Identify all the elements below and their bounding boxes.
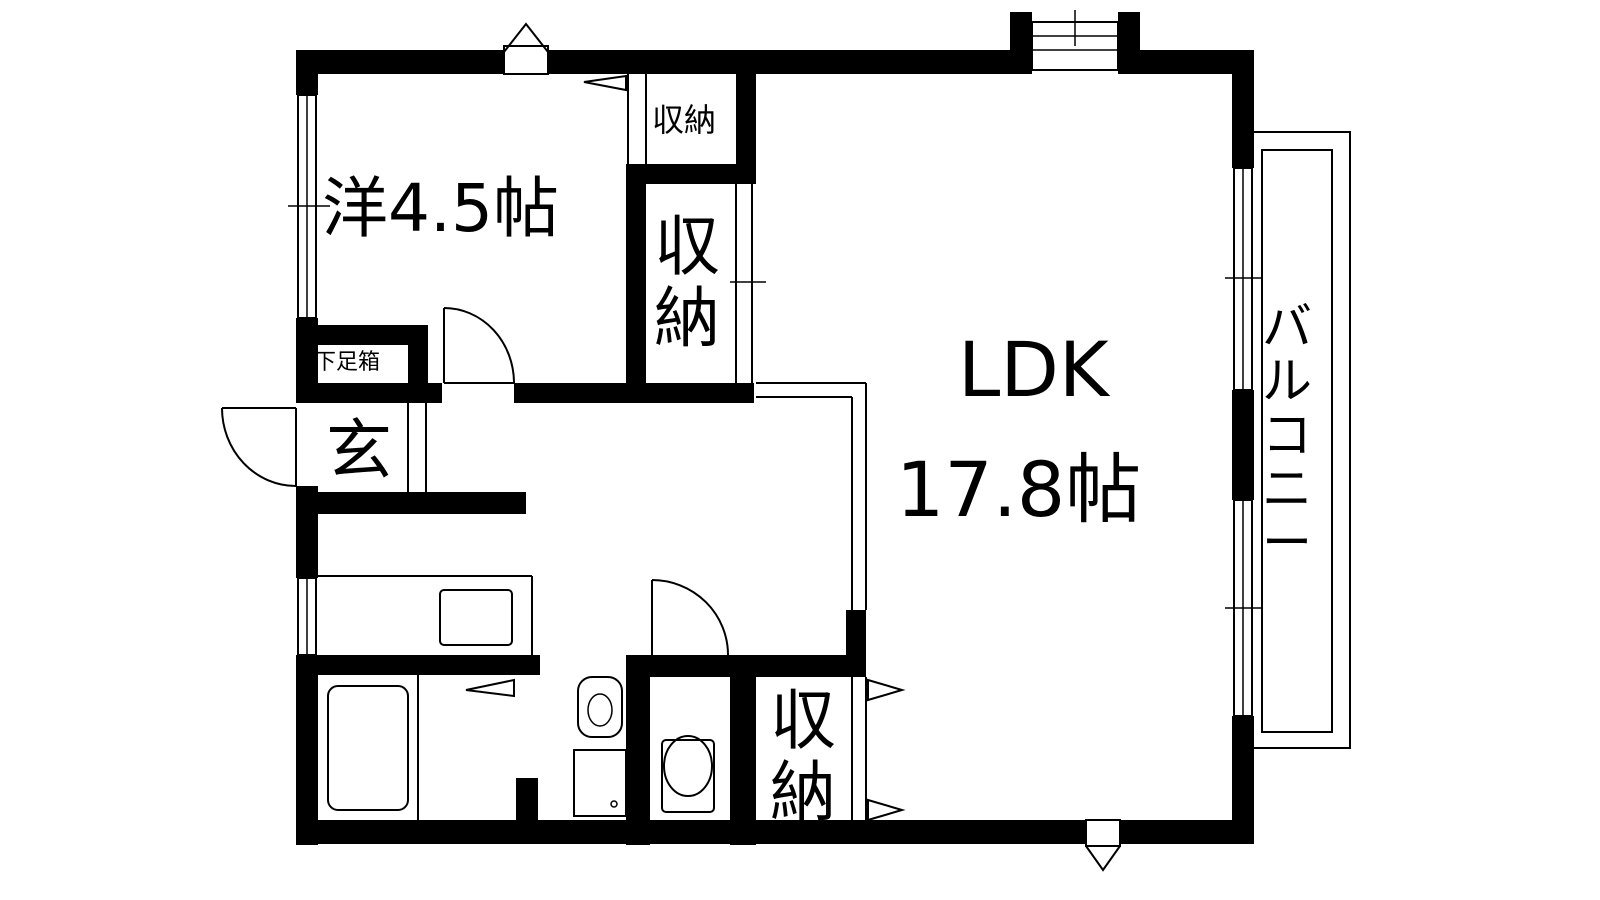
entrance-label: 玄	[326, 412, 392, 489]
storage-bottom-label: 収 納	[770, 688, 836, 826]
balcony-char: ニ	[1262, 460, 1312, 518]
storage-bottom-char-1: 収	[770, 682, 836, 759]
outer-walls	[296, 12, 1254, 845]
storage-mid-char-1: 収	[654, 208, 720, 285]
windows	[288, 10, 1262, 717]
ldk-label: LDK	[958, 325, 1109, 414]
western-room-label: 洋4.5帖	[322, 170, 559, 247]
storage-mid-char-2: 納	[654, 280, 720, 357]
balcony-char: ー	[1262, 514, 1312, 572]
interior-walls	[296, 74, 866, 845]
partitions	[318, 74, 867, 820]
ldk-area-label: 17.8帖	[896, 445, 1142, 534]
shoe-box-label: 下足箱	[314, 350, 381, 375]
balcony-char: コ	[1262, 406, 1312, 464]
balcony-char: バ	[1262, 298, 1312, 356]
balcony-char: ル	[1262, 352, 1312, 410]
balcony-label: バ ル コ ニ ー	[1262, 302, 1312, 568]
doors	[221, 22, 1121, 872]
storage-mid-label: 収 納	[654, 214, 720, 352]
storage-bottom-char-2: 納	[770, 754, 836, 831]
storage-top-label: 収納	[652, 101, 717, 139]
